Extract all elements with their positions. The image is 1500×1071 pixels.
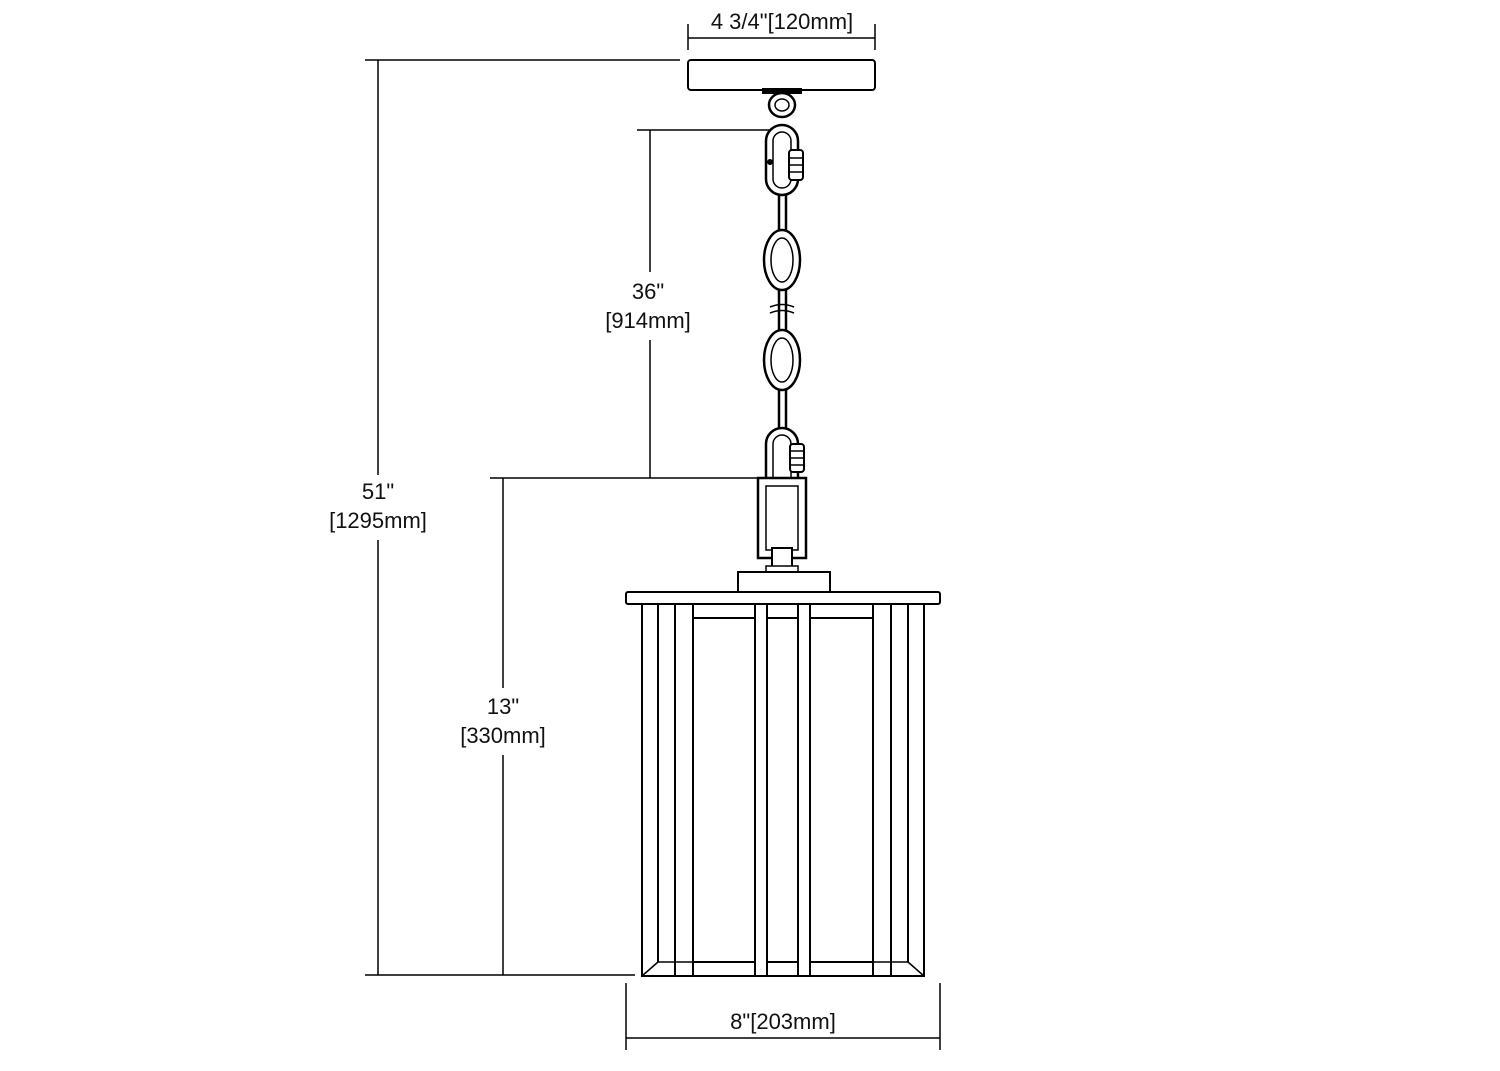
lantern-width-dimension: 8"[203mm] bbox=[625, 983, 941, 1050]
lantern-body bbox=[625, 571, 941, 977]
chain-length-mm-label: [914mm] bbox=[605, 308, 691, 333]
lantern-height-dimension: 13" [330mm] bbox=[460, 477, 637, 975]
overall-height-inch-label: 51" bbox=[362, 479, 394, 504]
overall-height-dimension: 51" [1295mm] bbox=[329, 59, 680, 976]
overall-height-mm-label: [1295mm] bbox=[329, 508, 427, 533]
chain bbox=[762, 91, 805, 496]
canopy bbox=[687, 59, 876, 94]
lantern-width-label: 8"[203mm] bbox=[730, 1009, 836, 1034]
chain-length-dimension: 36" [914mm] bbox=[605, 129, 770, 479]
canopy-width-label: 4 3/4"[120mm] bbox=[711, 9, 853, 34]
lantern-height-mm-label: [330mm] bbox=[460, 723, 546, 748]
lantern-height-inch-label: 13" bbox=[487, 694, 519, 719]
canopy-width-dimension: 4 3/4"[120mm] bbox=[687, 9, 876, 50]
lantern-hanger bbox=[756, 476, 808, 573]
chain-length-inch-label: 36" bbox=[632, 279, 664, 304]
